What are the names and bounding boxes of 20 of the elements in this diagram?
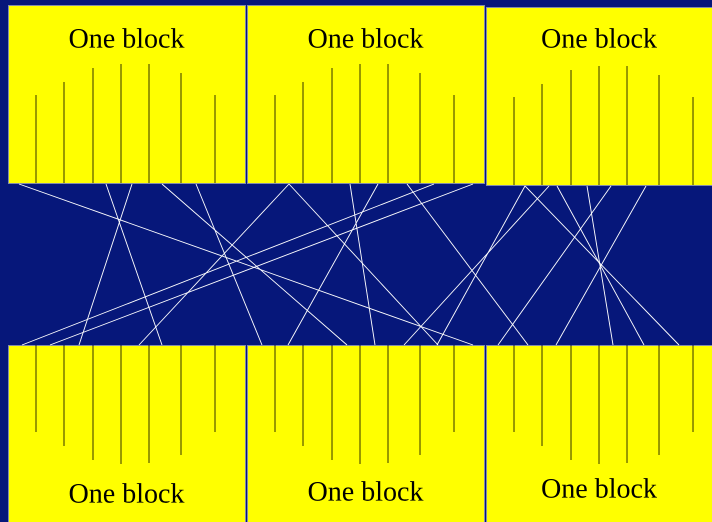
connection-line [524, 186, 680, 346]
connection-line [288, 184, 438, 346]
connection-line [586, 186, 614, 346]
connection-line [106, 184, 162, 346]
connection-line [196, 184, 262, 346]
connection-line [78, 184, 132, 346]
block-box: One block [8, 5, 246, 184]
block-box: One block [247, 5, 485, 184]
connection-line [350, 184, 376, 346]
connection-line [162, 184, 348, 346]
connection-line [288, 184, 378, 346]
connection-line [404, 186, 550, 346]
block-box: One block [486, 7, 712, 186]
connection-line [498, 186, 612, 346]
connection-line [436, 186, 526, 346]
block-box: One block [247, 344, 485, 522]
connection-line [138, 184, 290, 346]
block-box: One block [8, 344, 246, 522]
connection-line [406, 184, 528, 346]
block-box: One block [486, 344, 712, 522]
